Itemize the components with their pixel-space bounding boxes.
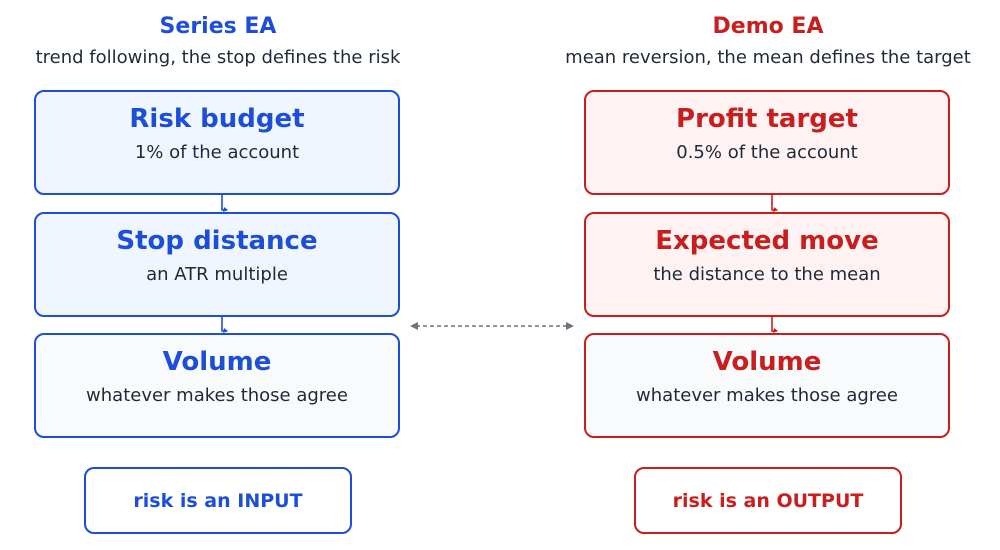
volume-title: Volume	[712, 347, 822, 377]
volume-title: Volume	[162, 347, 272, 377]
flow-arrow-icon	[771, 195, 778, 212]
demo-ea-column: Demo EA mean reversion, the mean defines…	[558, 0, 978, 550]
series-ea-title: Series EA	[159, 14, 277, 39]
volume-box: Volume whatever makes those agree	[34, 333, 400, 438]
double-arrow-icon	[410, 322, 574, 330]
volume-description: whatever makes those agree	[86, 385, 348, 406]
expected-move-title: Expected move	[655, 226, 879, 256]
flow-arrow-icon	[221, 195, 228, 212]
expected-move-description: the distance to the mean	[653, 264, 881, 285]
profit-target-title: Profit target	[676, 104, 858, 134]
flow-arrow-icon	[221, 316, 228, 333]
profit-target-box: Profit target 0.5% of the account	[584, 90, 950, 195]
stop-distance-box: Stop distance an ATR multiple	[34, 212, 400, 317]
volume-description: whatever makes those agree	[636, 385, 898, 406]
demo-ea-title: Demo EA	[712, 14, 824, 39]
series-ea-subtitle: trend following, the stop defines the ri…	[35, 47, 401, 68]
series-ea-column: Series EA trend following, the stop defi…	[8, 0, 428, 550]
volume-box: Volume whatever makes those agree	[584, 333, 950, 438]
risk-input-badge: risk is an INPUT	[84, 467, 352, 534]
flow-arrow-icon	[771, 316, 778, 333]
risk-budget-title: Risk budget	[129, 104, 305, 134]
risk-budget-box: Risk budget 1% of the account	[34, 90, 400, 195]
risk-output-badge: risk is an OUTPUT	[634, 467, 902, 534]
stop-distance-title: Stop distance	[116, 226, 318, 256]
expected-move-box: Expected move the distance to the mean	[584, 212, 950, 317]
demo-ea-subtitle: mean reversion, the mean defines the tar…	[565, 47, 971, 68]
risk-budget-description: 1% of the account	[134, 142, 300, 163]
stop-distance-description: an ATR multiple	[146, 264, 288, 285]
profit-target-description: 0.5% of the account	[676, 142, 858, 163]
